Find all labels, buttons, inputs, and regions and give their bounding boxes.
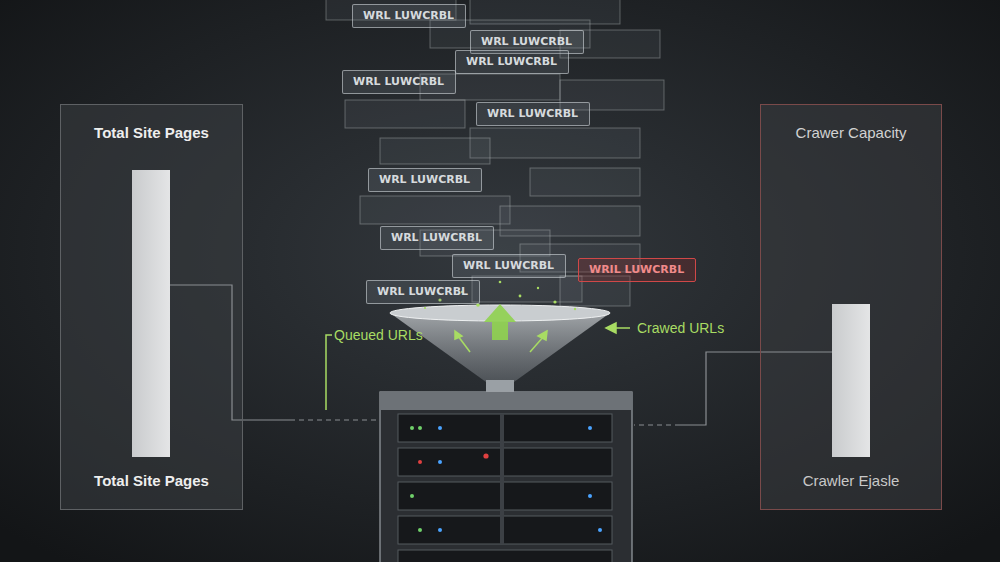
rack-unit — [398, 414, 612, 442]
panel-label: Total Site Pages — [61, 472, 242, 489]
leader-lines — [170, 285, 832, 425]
particle — [499, 281, 502, 284]
led — [410, 494, 414, 498]
url-card — [530, 168, 640, 196]
pages-bar — [132, 170, 170, 457]
server-rack — [380, 392, 632, 562]
url-text: WRL LUWCRBL — [363, 5, 454, 27]
particle — [424, 307, 426, 309]
arrowhead — [455, 331, 462, 339]
led — [438, 528, 442, 532]
metric-panel: Total Site PagesTotal Site Pages — [60, 104, 243, 510]
url-card: WRL LUWCRBL — [368, 168, 482, 192]
leader-line — [290, 419, 378, 420]
arrowhead — [538, 331, 547, 340]
rack-unit — [398, 550, 612, 562]
queue-label: Queued URLs — [334, 327, 423, 343]
particle — [553, 300, 556, 303]
particle — [519, 295, 522, 298]
rack-unit — [398, 482, 612, 510]
rack-housing — [380, 392, 632, 562]
url-card: WRL LUWCRBL — [476, 102, 590, 126]
led — [418, 426, 422, 430]
leader-line — [680, 352, 832, 425]
led — [410, 426, 414, 430]
alert-led — [483, 453, 488, 458]
url-card: WRL LUWCRBL — [366, 280, 480, 304]
url-text: WRL LUWCRBL — [466, 51, 557, 73]
url-card: WRL LUWCRBL — [342, 70, 456, 94]
url-card — [345, 100, 465, 128]
leader-line — [170, 285, 290, 420]
alert-led — [418, 460, 422, 464]
url-card: WRL LUWCRBL — [455, 50, 569, 74]
status-leds — [410, 426, 422, 532]
url-text: WRL LUWCRBL — [353, 71, 444, 93]
led — [598, 528, 602, 532]
metric-panel: Crawer CapacityCrawler Ejasle — [760, 104, 942, 510]
particle — [574, 308, 576, 310]
rack-unit — [398, 516, 612, 544]
panel-label: Crawler Ejasle — [761, 472, 941, 489]
particle — [537, 287, 539, 289]
url-card — [360, 196, 510, 224]
url-card: WRL LUWCRBL — [352, 4, 466, 28]
capacity-bar — [832, 304, 870, 457]
url-card — [470, 128, 640, 158]
url-text: WRL LUWCRBL — [379, 169, 470, 191]
url-card — [380, 138, 490, 164]
url-text: WRL LUWCRBL — [463, 255, 554, 277]
rack-top — [380, 392, 632, 410]
rack-divider — [500, 414, 504, 544]
queue-bracket — [326, 335, 332, 410]
url-text: WRL LUWCRBL — [391, 227, 482, 249]
url-text: WRL LUWCRBL — [377, 281, 468, 303]
url-text: WRIL LUWCRBL — [589, 259, 684, 281]
leader-line — [634, 424, 680, 425]
crawled-label: Crawed URLs — [637, 320, 724, 336]
url-card: WRL LUWCRBL — [380, 226, 494, 250]
panel-label: Crawer Capacity — [761, 124, 941, 141]
panel-fill — [60, 104, 243, 510]
panel-label: Total Site Pages — [61, 124, 242, 141]
led — [438, 460, 442, 464]
url-card: WRL LUWCRBL — [452, 254, 566, 278]
flow-arrow — [458, 336, 470, 352]
status-leds — [438, 426, 602, 532]
rack-unit — [398, 448, 612, 476]
led — [588, 426, 592, 430]
arrowhead — [606, 323, 616, 333]
led — [418, 528, 422, 532]
url-card: WRIL LUWCRBL — [578, 258, 696, 282]
up-arrow — [484, 304, 516, 340]
panel-fill — [760, 104, 942, 510]
funnel-neck — [486, 380, 514, 392]
led — [438, 426, 442, 430]
url-text: WRL LUWCRBL — [487, 103, 578, 125]
led — [588, 494, 592, 498]
